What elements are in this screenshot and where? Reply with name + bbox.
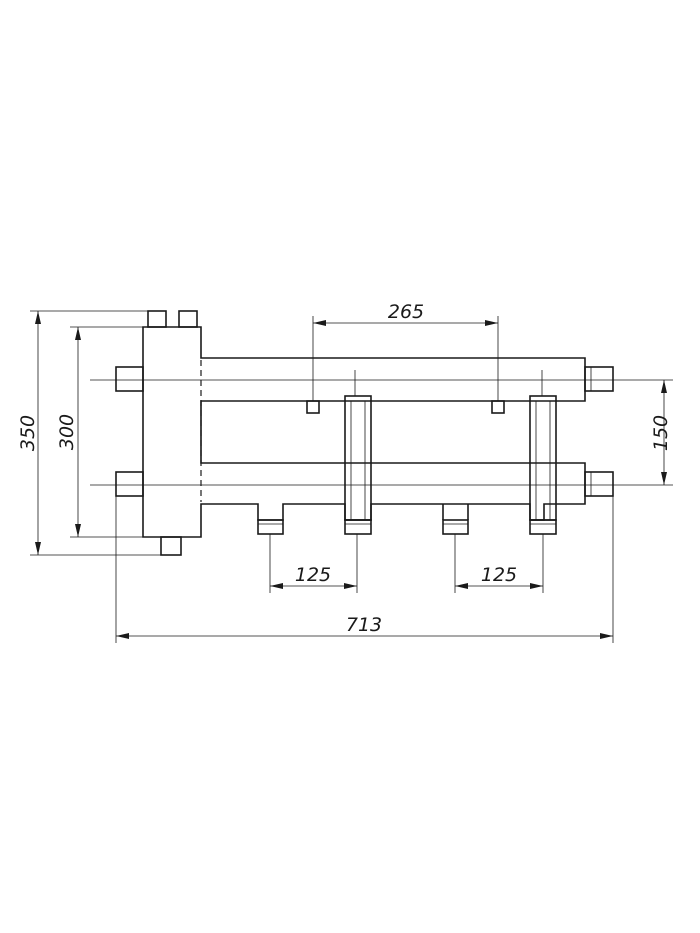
arrow-125l-right (344, 583, 357, 589)
arrow-300-top (75, 327, 81, 340)
lower-nipple-3 (442, 519, 469, 535)
lower-collector-bump-3 (442, 504, 469, 520)
dimension-label-300: 300 (56, 414, 78, 450)
dimension-label-350: 350 (17, 415, 39, 451)
arrow-350-bottom (35, 542, 41, 555)
arrow-265-right (485, 320, 498, 326)
right-outlet-upper (584, 366, 614, 392)
arrow-265-left (313, 320, 326, 326)
air-vent-left (147, 310, 167, 328)
dimension-label-125-left: 125 (295, 564, 331, 586)
arrow-150-top (661, 380, 667, 393)
upper-fitting-left (306, 400, 320, 414)
dimension-inner-height: 300 (56, 326, 143, 538)
arrow-713-right (600, 633, 613, 639)
right-outlet-lower (584, 471, 614, 497)
arrow-125r-right (530, 583, 543, 589)
air-vent-right (178, 310, 198, 328)
arrow-125l-left (270, 583, 283, 589)
arrow-350-top (35, 311, 41, 324)
drain-fitting (160, 536, 182, 556)
dimension-pitch-right: 125 (454, 534, 544, 593)
riser-pipe-left (344, 395, 372, 521)
dimension-label-265: 265 (388, 301, 424, 323)
dimension-pitch-left: 125 (269, 534, 358, 593)
dimension-overall-width: 713 (115, 496, 614, 643)
centre-lines (90, 370, 673, 486)
dimension-label-125-right: 125 (481, 564, 517, 586)
riser-pipe-right (529, 395, 557, 521)
arrow-125r-left (455, 583, 468, 589)
dimension-circuit-spacing: 150 (650, 380, 672, 485)
lower-nipple-1 (257, 519, 284, 535)
dimension-outlet-spacing: 265 (312, 301, 499, 401)
separator-outline (142, 326, 586, 538)
arrow-150-bottom (661, 472, 667, 485)
arrow-300-bottom (75, 524, 81, 537)
left-inlet-upper (115, 366, 144, 392)
upper-fitting-right (491, 400, 505, 414)
left-inlet-lower (115, 471, 144, 497)
dimension-label-150: 150 (650, 415, 672, 451)
manifold-body (115, 310, 614, 556)
dimension-label-713: 713 (346, 614, 382, 636)
lower-nipple-2 (344, 519, 372, 535)
lower-nipple-4 (529, 519, 557, 535)
dimension-overall-height: 350 (17, 310, 161, 556)
arrow-713-left (116, 633, 129, 639)
